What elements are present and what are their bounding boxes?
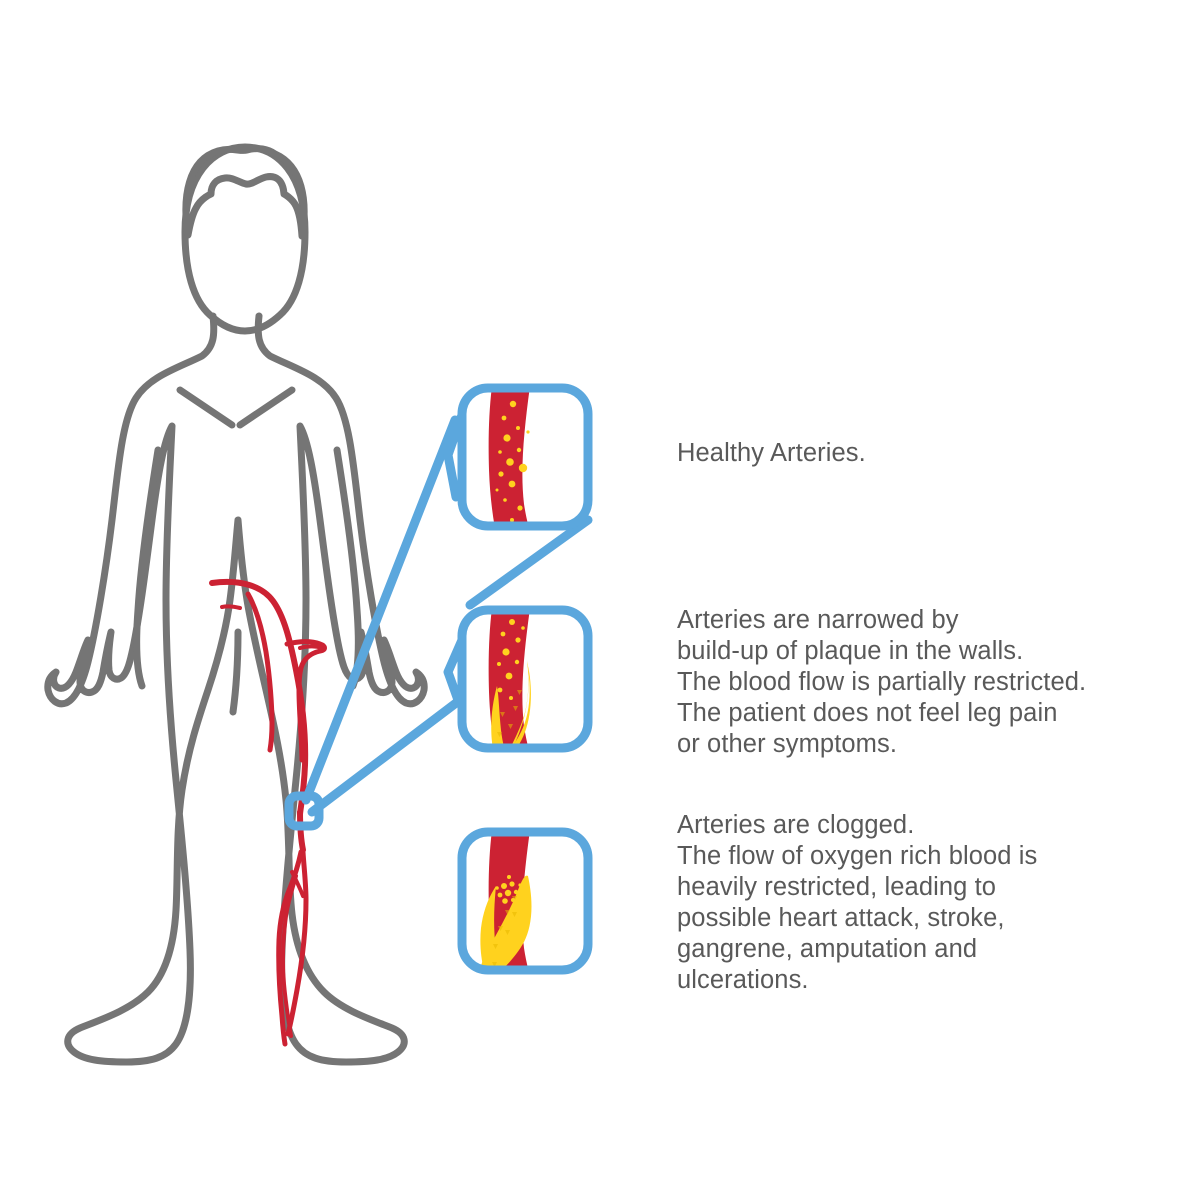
- healthy-panel-frame: [457, 383, 593, 531]
- narrowed-plaque-texture: [497, 690, 522, 737]
- torso-and-legs-outline: [44, 312, 428, 1066]
- leader-notch-narrowed: [443, 635, 467, 705]
- popliteal-artery: [297, 809, 306, 853]
- leader-line-narrowed: [307, 695, 465, 817]
- lateral-circumflex-branch: [284, 639, 327, 763]
- femoral-artery-main: [209, 578, 309, 817]
- leader-line-between-panels: [465, 515, 593, 610]
- leg-artery-tree: [209, 578, 327, 1047]
- leg-artery-marker[interactable]: [284, 791, 324, 831]
- profunda-branch: [245, 591, 275, 753]
- leader-notch-healthy: [443, 410, 467, 502]
- leader-line-healthy: [301, 415, 460, 805]
- caption-clogged-arteries: Arteries are clogged. The flow of oxygen…: [677, 811, 1038, 994]
- narrowed-artery-panel[interactable]: [457, 605, 593, 774]
- human-body-outline: [44, 143, 428, 1066]
- caption-healthy-arteries: Healthy Arteries.: [677, 439, 866, 467]
- narrowed-panel-frame: [457, 605, 593, 753]
- healthy-artery-panel[interactable]: [457, 383, 593, 552]
- clogged-plaque-texture: [492, 896, 517, 967]
- artery-branch-tick-upper: [220, 604, 242, 610]
- clogged-panel-frame: [457, 827, 593, 975]
- inner-arm-line-left: [133, 446, 162, 690]
- clogged-blood-cells: [495, 875, 522, 904]
- clogged-artery-panel[interactable]: [457, 827, 593, 996]
- peroneal-artery: [280, 874, 298, 1038]
- anterior-tibial-artery: [285, 849, 309, 1037]
- tibial-branch-join: [290, 870, 305, 898]
- collarbone-right: [236, 386, 296, 429]
- head-outline: [181, 143, 309, 335]
- artery-branch-tick-mid: [298, 644, 324, 650]
- callout-leader-lines: [301, 410, 593, 817]
- hair-outline: [182, 145, 308, 240]
- healthy-blood-cells: [495, 400, 530, 522]
- healthy-artery-lumen: [488, 388, 538, 526]
- inner-leg-split: [229, 628, 242, 716]
- caption-narrowed-arteries: Arteries are narrowed by build-up of pla…: [677, 606, 1087, 758]
- collarbone-left: [176, 386, 236, 429]
- narrowed-blood-cells: [497, 619, 525, 700]
- narrowed-plaque-left: [491, 686, 515, 748]
